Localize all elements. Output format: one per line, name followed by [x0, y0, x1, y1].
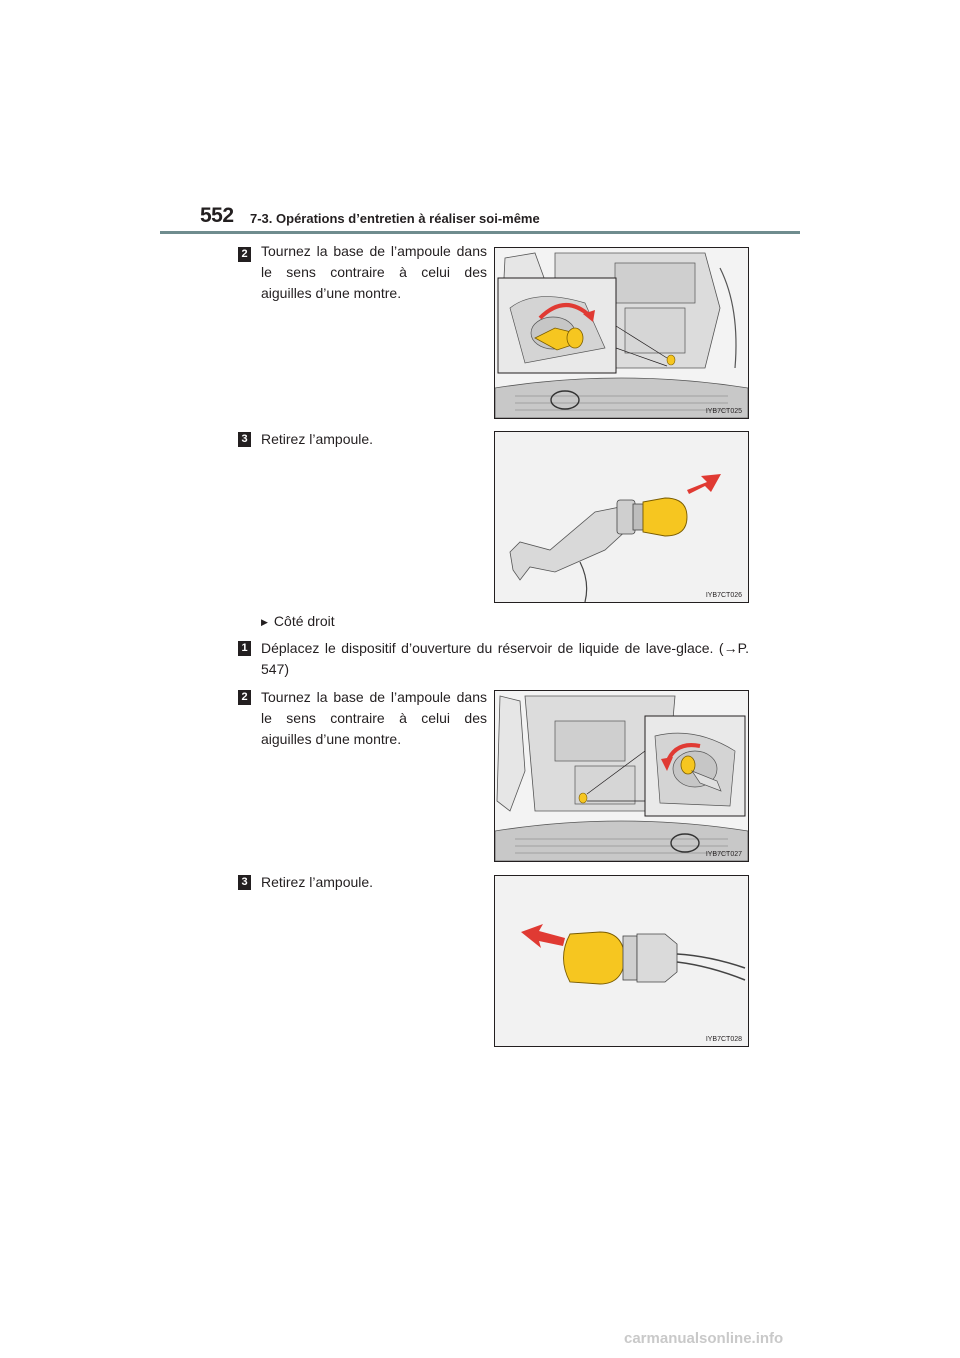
- engine-bay-illustration: [495, 691, 748, 861]
- figure-bulb-removal-left: IYB7CT026: [494, 431, 749, 603]
- step-text: Retirez l’ampoule.: [261, 874, 374, 890]
- side-label-text: Côté droit: [273, 613, 335, 629]
- step-badge: 3: [238, 432, 251, 447]
- step-text: Déplacez le dispositif d’ouverture du ré…: [261, 640, 749, 677]
- figure-engine-left: IYB7CT025: [494, 247, 749, 419]
- triangle-bullet-icon: ▶: [261, 617, 268, 627]
- figure-bulb-removal-right: IYB7CT028: [494, 875, 749, 1047]
- figure-code: IYB7CT025: [705, 408, 742, 415]
- step-badge: 1: [238, 641, 251, 656]
- header-rule: [160, 231, 800, 234]
- bulb-removal-illustration: [495, 432, 748, 602]
- step-text: Retirez l’ampoule.: [261, 431, 374, 447]
- figure-code: IYB7CT027: [705, 851, 742, 858]
- engine-bay-illustration: [495, 248, 748, 418]
- step-text: Tournez la base de l’ampoule dans le sen…: [261, 689, 487, 747]
- side-label: ▶ Côté droit: [261, 613, 335, 629]
- figure-code: IYB7CT028: [705, 1036, 742, 1043]
- figure-engine-right: IYB7CT027: [494, 690, 749, 862]
- step-text: Tournez la base de l’ampoule dans le sen…: [261, 243, 487, 301]
- step-badge: 2: [238, 690, 251, 705]
- section-title: 7-3. Opérations d’entretien à réaliser s…: [250, 211, 540, 226]
- step-badge: 2: [238, 247, 251, 262]
- page-number: 552: [200, 204, 234, 227]
- bulb-removal-illustration: [495, 876, 748, 1046]
- figure-code: IYB7CT026: [705, 592, 742, 599]
- step-badge: 3: [238, 875, 251, 890]
- watermark: carmanualsonline.info: [624, 1330, 784, 1347]
